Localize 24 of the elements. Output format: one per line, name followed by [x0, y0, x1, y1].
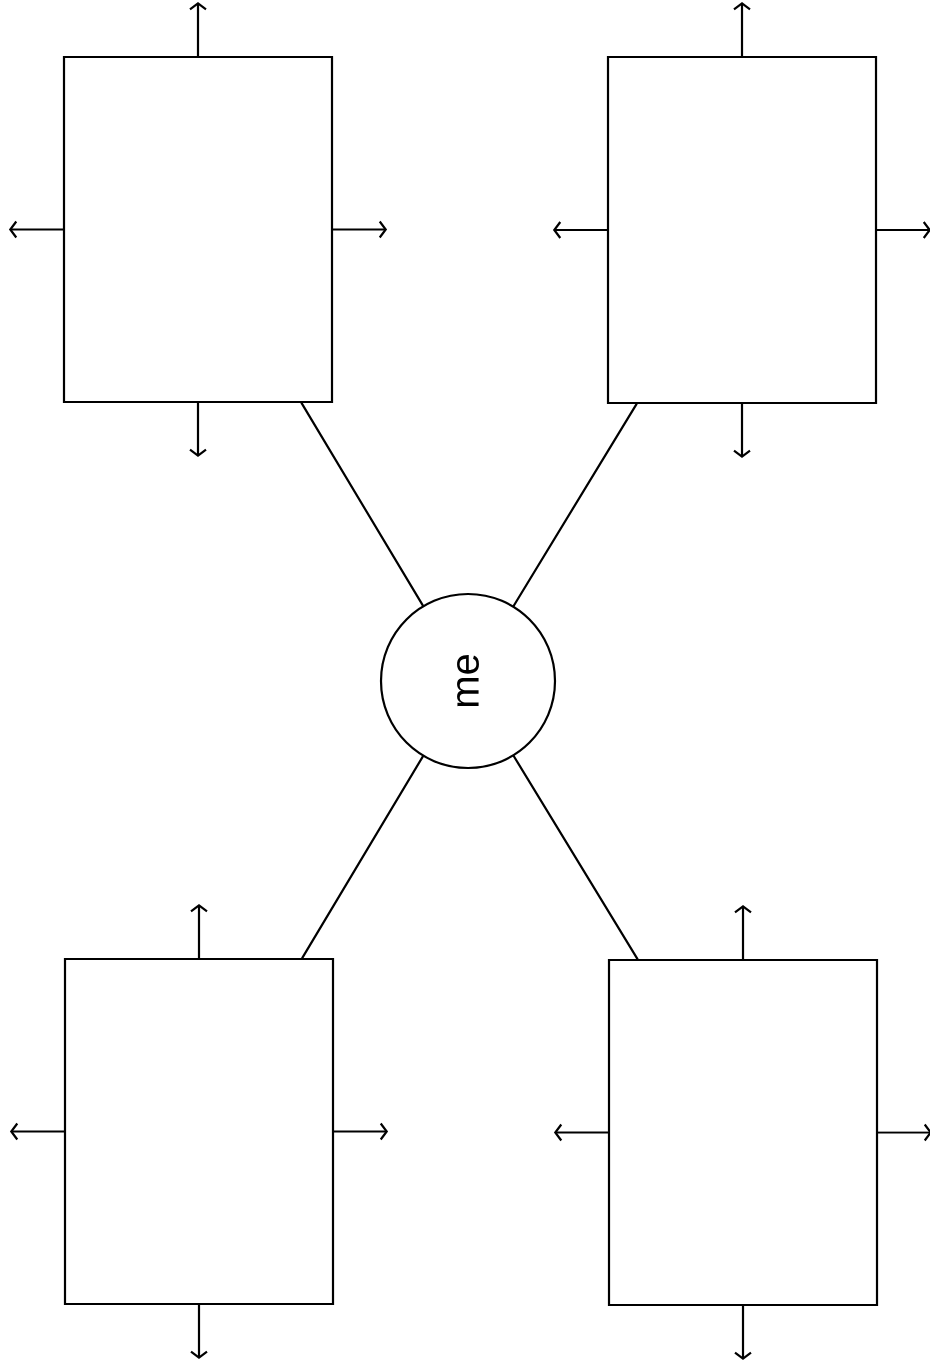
connector-line	[512, 403, 638, 607]
arrow	[189, 402, 207, 458]
arrow	[8, 220, 64, 239]
arrow	[552, 221, 608, 239]
arrow	[553, 1123, 609, 1142]
empty-box	[62, 55, 334, 404]
arrow	[733, 403, 751, 459]
arrow	[733, 1, 751, 57]
arrow	[332, 220, 388, 239]
arrow	[189, 1, 207, 57]
empty-box	[607, 958, 879, 1307]
connector-line	[301, 755, 424, 959]
arrow	[190, 903, 208, 959]
arrow	[333, 1122, 389, 1141]
arrow	[876, 221, 930, 239]
arrow	[734, 1305, 752, 1361]
connector-line	[300, 402, 424, 607]
connector-line	[512, 755, 639, 960]
empty-box	[606, 55, 878, 405]
arrow	[9, 1122, 65, 1141]
arrow	[877, 1123, 930, 1142]
arrow	[734, 904, 752, 960]
arrow	[190, 1304, 208, 1360]
empty-box	[63, 957, 335, 1306]
